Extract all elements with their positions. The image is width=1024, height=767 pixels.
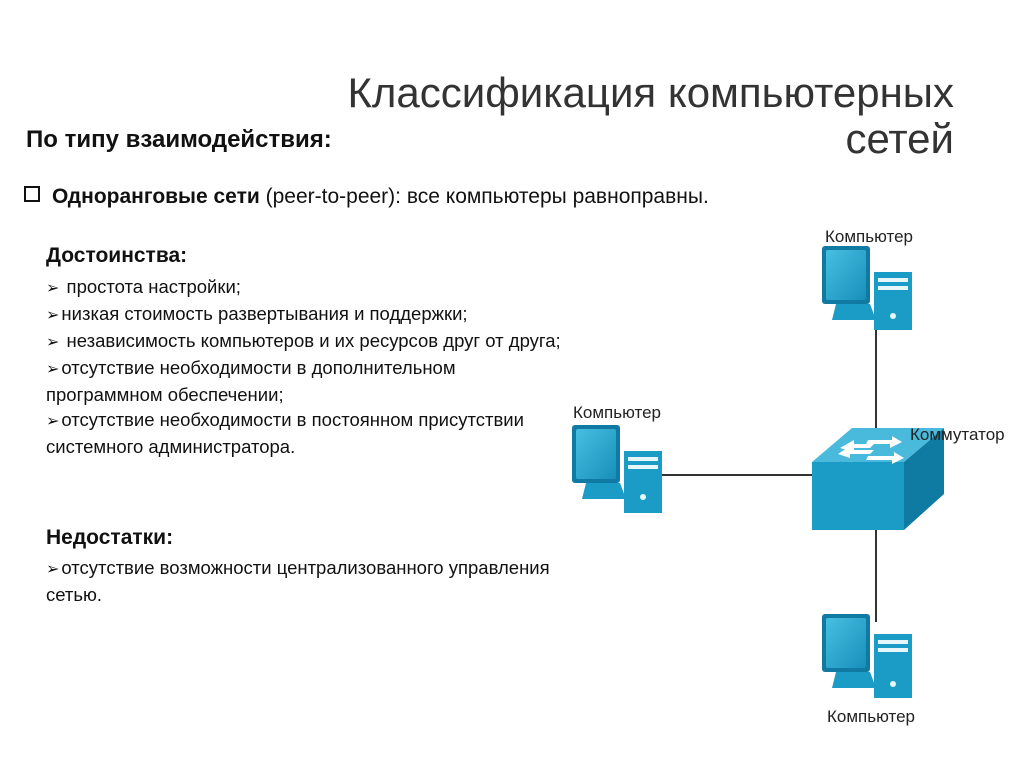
list-item: ➢ простота настройки; <box>46 276 241 297</box>
label-computer-bottom: Компьютер <box>827 707 915 726</box>
switch-icon <box>812 428 944 530</box>
arrowhead-icon: ➢ <box>46 361 60 378</box>
arrowhead-icon: ➢ <box>46 561 60 578</box>
label-switch: Коммутатор <box>910 425 1005 444</box>
computer-top-icon <box>822 246 912 330</box>
arrowhead-icon: ➢ <box>46 334 60 351</box>
advantages-list: ➢ простота настройки; ➢низкая стоимость … <box>46 274 566 459</box>
label-computer-left: Компьютер <box>573 403 661 422</box>
advantages-heading: Достоинства: <box>46 244 188 267</box>
list-item: ➢отсутствие необходимости в дополнительн… <box>46 357 456 405</box>
intro-bold: Одноранговые сети <box>52 185 260 208</box>
section-subtitle: По типу взаимодействия: <box>26 126 332 153</box>
disadvantages-heading: Недостатки: <box>46 526 174 549</box>
list-item: ➢ независимость компьютеров и их ресурсо… <box>46 330 561 351</box>
arrowhead-icon: ➢ <box>46 307 60 324</box>
list-item: ➢отсутствие необходимости в постоянном п… <box>46 409 524 457</box>
disadvantages-list: ➢отсутствие возможности централизованног… <box>46 555 566 607</box>
page-title: Классификация компьютерных сетей <box>347 69 954 162</box>
arrowhead-icon: ➢ <box>46 413 60 430</box>
intro-rest: (peer-to-peer): все компьютеры равноправ… <box>259 185 709 208</box>
checkbox-square-icon <box>24 186 40 202</box>
computer-bottom-icon <box>822 614 912 698</box>
list-item: ➢низкая стоимость развертывания и поддер… <box>46 303 468 324</box>
arrowhead-icon: ➢ <box>46 280 60 297</box>
intro-line: Одноранговые сети (peer-to-peer): все ко… <box>24 185 924 209</box>
computer-left-icon <box>572 425 662 513</box>
label-computer-top: Компьютер <box>825 227 913 246</box>
list-item: ➢отсутствие возможности централизованног… <box>46 557 550 605</box>
